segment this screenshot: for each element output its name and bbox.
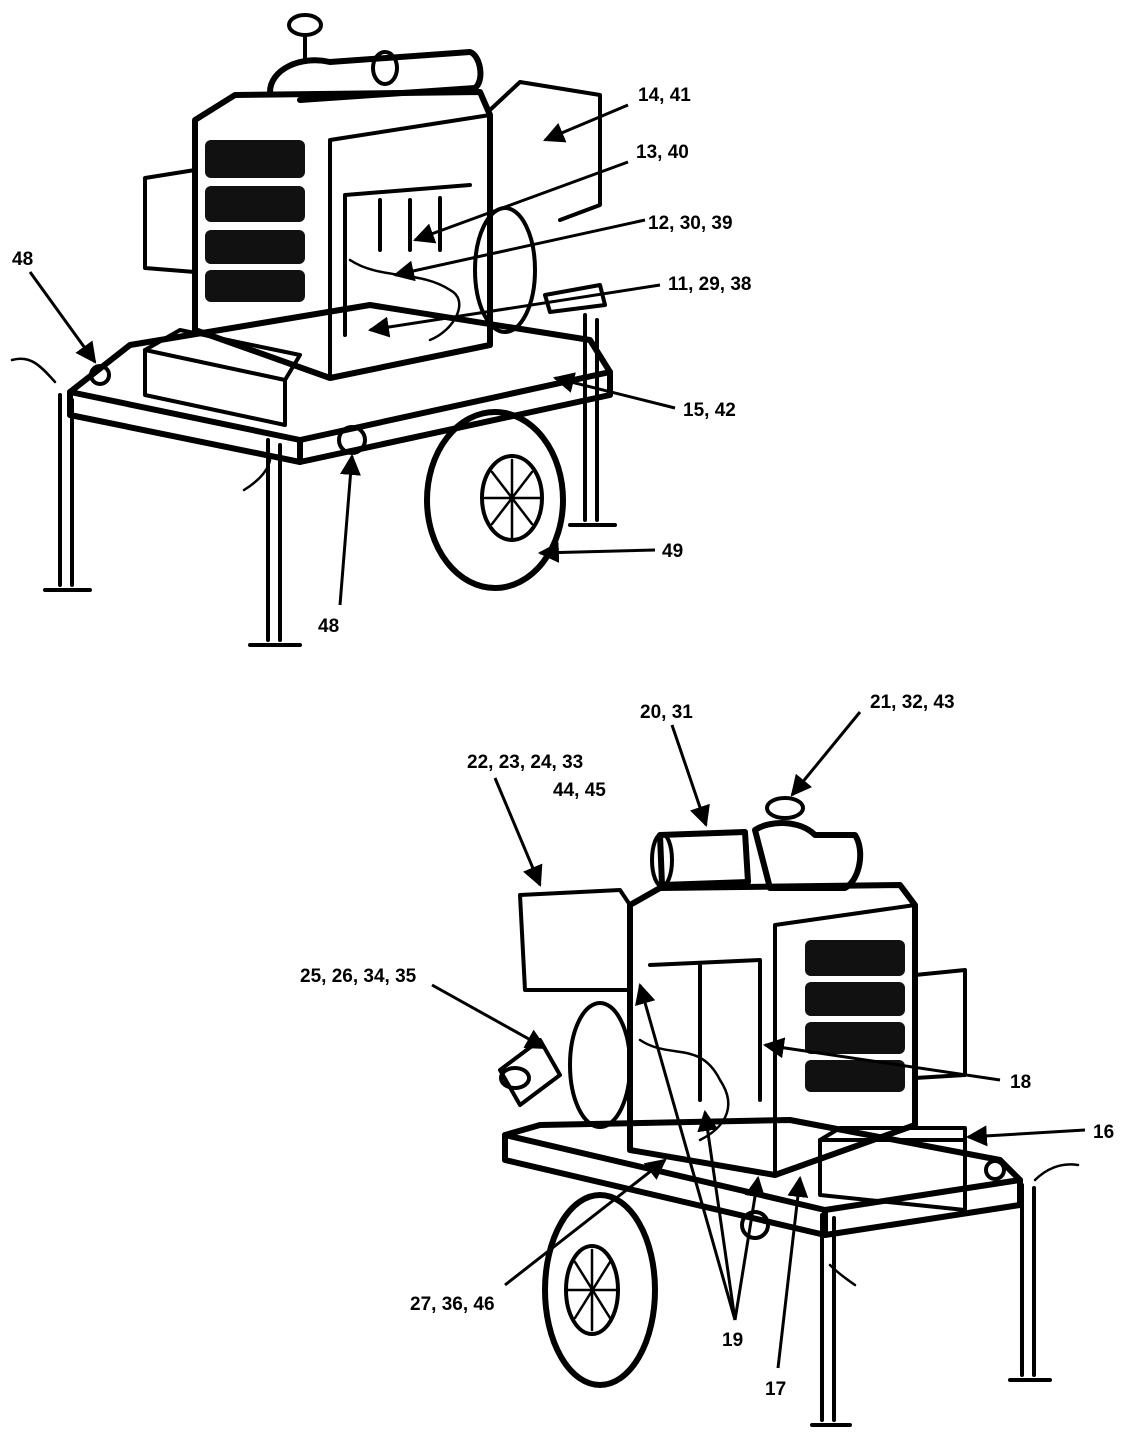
- callout-48-left: 48: [12, 249, 33, 270]
- top-side-door: [143, 168, 197, 274]
- leader-17: [776, 1175, 809, 1369]
- bottom-callouts: 20, 31 21, 32, 43 22, 23, 24, 33 44, 45 …: [300, 692, 1114, 1400]
- top-air-cleaner: [371, 50, 399, 86]
- top-frame-side-right: [297, 369, 613, 465]
- top-lifting-eye-front: [337, 425, 367, 455]
- callout-49: 49: [662, 541, 683, 562]
- leader-49: [537, 542, 656, 564]
- leader-18: [762, 1037, 1001, 1082]
- callout-11-29-38: 11, 29, 38: [668, 274, 751, 295]
- callout-25-26-34-35: 25, 26, 34, 35: [300, 966, 417, 987]
- bottom-housing: [627, 882, 918, 1178]
- callout-15-42: 15, 42: [683, 400, 736, 421]
- top-battery-box: [143, 348, 287, 427]
- bottom-wheel-tire: [542, 1192, 658, 1388]
- bottom-lifting-eye: [740, 1210, 770, 1240]
- bottom-leader-lines: [431, 711, 1086, 1369]
- callout-20-31: 20, 31: [640, 702, 693, 723]
- bottom-grille-4: [805, 1060, 905, 1092]
- bottom-rear-enclosure: [518, 888, 632, 992]
- bottom-tow-coupler: [498, 1038, 562, 1107]
- callout-12-30-39: 12, 30, 39: [648, 213, 733, 234]
- leader-16: [965, 1125, 1086, 1147]
- top-engine-block: [343, 183, 472, 337]
- top-engine-hoses: [348, 258, 461, 342]
- leader-48-left: [28, 271, 97, 364]
- top-lifting-eye-left: [89, 364, 111, 386]
- bottom-housing-edge: [773, 903, 917, 1177]
- callout-48-bottom: 48: [318, 616, 339, 637]
- bottom-generator-illustration: [498, 796, 1080, 1427]
- leader-19-a: [635, 982, 737, 1321]
- bottom-jack-front: [810, 1213, 852, 1427]
- bottom-lifting-eye-right: [984, 1159, 1006, 1181]
- top-jack-handle-right: [242, 458, 272, 492]
- bottom-grille-1: [805, 940, 905, 976]
- callout-16: 16: [1093, 1122, 1114, 1143]
- callout-22-23-24-33: 22, 23, 24, 33: [467, 752, 583, 773]
- top-jack-handle-left: [10, 357, 57, 384]
- top-jack-rear: [568, 313, 617, 527]
- top-generator-illustration: [10, 13, 617, 647]
- bottom-air-cleaner: [752, 820, 864, 891]
- bottom-side-door: [913, 968, 967, 1080]
- callout-18: 18: [1010, 1072, 1031, 1093]
- callout-17: 17: [765, 1379, 786, 1400]
- top-grille-1: [205, 140, 305, 178]
- bottom-jack-right: [1008, 1183, 1052, 1382]
- leader-20-31: [670, 724, 710, 827]
- top-wheel-rim: [480, 454, 544, 542]
- bottom-frame-outline: [502, 1117, 1023, 1213]
- top-leader-lines: [28, 103, 676, 606]
- leader-11-29-38: [367, 283, 661, 338]
- bottom-muffler: [657, 829, 751, 888]
- bottom-grille-2: [805, 982, 905, 1016]
- bottom-grille-3: [805, 1022, 905, 1054]
- top-grille-4: [205, 270, 305, 302]
- top-jack-front-left: [43, 393, 92, 592]
- bottom-engine-block: [648, 958, 762, 1102]
- leader-19-b: [697, 1109, 737, 1321]
- callout-14-41: 14, 41: [638, 85, 691, 106]
- bottom-tow-ring: [499, 1066, 531, 1090]
- top-housing-edge: [328, 113, 492, 380]
- leader-25-26-34-35: [431, 983, 547, 1050]
- top-wheel-spokes: [483, 458, 542, 540]
- top-tow-bracket: [543, 283, 607, 314]
- leader-14-41: [543, 103, 629, 143]
- top-frame-outline: [67, 302, 613, 443]
- leader-19-c: [733, 1175, 766, 1321]
- top-grille-3: [205, 230, 305, 264]
- callout-21-32-43: 21, 32, 43: [870, 692, 955, 713]
- top-grille-2: [205, 186, 305, 222]
- top-muffler: [267, 49, 484, 103]
- leader-21-32-43: [790, 711, 862, 797]
- leader-48-bottom: [338, 453, 361, 606]
- top-wheel-tire: [424, 409, 566, 591]
- bottom-muffler-end: [650, 832, 674, 888]
- top-exhaust-cap: [287, 13, 323, 37]
- bottom-exhaust-cap: [765, 796, 805, 820]
- bottom-jack-handle-right: [1033, 1163, 1080, 1182]
- leader-15-42: [552, 372, 676, 410]
- bottom-jack-handle-front: [828, 1263, 857, 1287]
- callout-44-45: 44, 45: [553, 780, 606, 801]
- leader-13-40: [413, 160, 629, 244]
- bottom-battery-box: [818, 1138, 967, 1212]
- bottom-wheel-rim: [564, 1244, 620, 1336]
- leader-27-36-46: [504, 1158, 667, 1287]
- bottom-wheel-spokes: [566, 1248, 618, 1332]
- top-housing: [192, 89, 493, 381]
- bottom-frame-side-left: [502, 1132, 828, 1238]
- leader-12-30-39: [392, 218, 646, 282]
- top-rear-enclosure: [488, 80, 602, 222]
- top-callouts: 14, 41 13, 40 12, 30, 39 11, 29, 38 48 1…: [12, 85, 751, 637]
- leader-22-23-24-33: [493, 777, 543, 887]
- top-jack-front-right: [248, 438, 302, 647]
- callout-19: 19: [722, 1330, 743, 1351]
- callout-13-40: 13, 40: [636, 142, 689, 163]
- callout-27-36-46: 27, 36, 46: [410, 1294, 495, 1315]
- bottom-fan-disc: [568, 1001, 632, 1129]
